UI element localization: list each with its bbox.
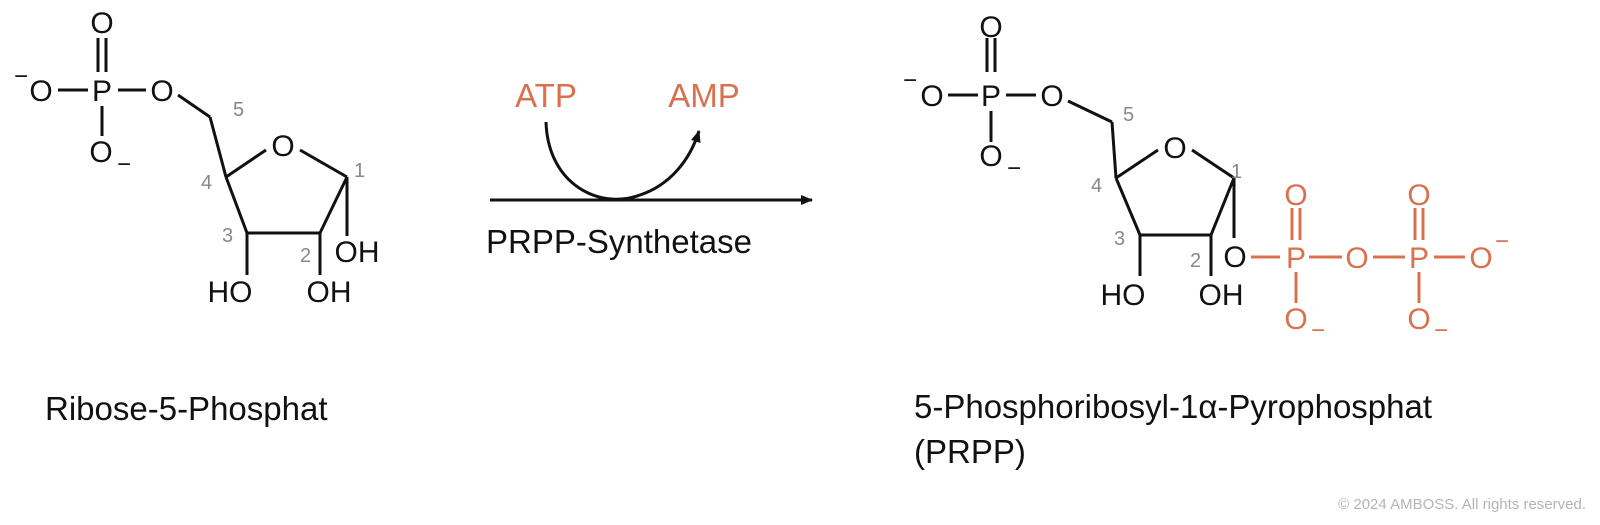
reaction-arrow-group: ATP AMP PRPP-Synthetase	[486, 77, 813, 260]
bridging-oxygen-atom: O	[1223, 241, 1246, 274]
bond	[1191, 148, 1235, 180]
hydroxyl-group: HO	[1101, 279, 1146, 312]
bond	[1114, 177, 1142, 236]
oxygen-atom: O	[1284, 179, 1307, 212]
bond	[177, 93, 211, 119]
carbon-locant: 4	[201, 172, 212, 194]
negative-charge: −	[14, 63, 28, 90]
product-name: 5-Phosphoribosyl-1α-Pyrophosphat	[914, 388, 1432, 425]
oxygen-atom: O	[1407, 303, 1430, 336]
oxygen-atom: O	[1345, 242, 1368, 275]
bond	[1209, 177, 1236, 236]
oxygen-atom: O	[979, 11, 1002, 44]
cosubstrate-curved-arrow	[544, 121, 701, 201]
ring-oxygen-atom: O	[271, 130, 294, 163]
oxygen-atom: O	[1040, 80, 1063, 113]
negative-charge: −	[903, 67, 917, 94]
oxygen-atom: O	[920, 80, 943, 113]
oxygen-atom: O	[979, 140, 1002, 173]
coproduct-label: AMP	[668, 77, 740, 114]
negative-charge: −	[117, 151, 131, 178]
bond	[1115, 148, 1159, 180]
carbon-locant: 4	[1091, 175, 1102, 197]
oxygen-atom: O	[29, 75, 52, 108]
copyright-notice: © 2024 AMBOSS. All rights reserved.	[1338, 496, 1586, 513]
substrate-structure: O P O − O O − O HO OH OH 5 1 4 3 2	[14, 7, 380, 309]
negative-charge: −	[1434, 317, 1448, 344]
bond	[299, 148, 348, 179]
bond	[225, 148, 267, 179]
phosphorus-atom: P	[92, 75, 112, 108]
carbon-locant: 3	[222, 225, 233, 247]
negative-charge: −	[1495, 228, 1509, 255]
oxygen-atom: O	[89, 136, 112, 169]
bond	[224, 176, 249, 234]
product-structure: O P O − O O − O HO OH O O P O − O O P O …	[903, 11, 1509, 344]
substrate-name: Ribose-5-Phosphat	[45, 390, 328, 427]
carbon-locant: 1	[354, 160, 365, 182]
phosphorus-atom: P	[981, 80, 1001, 113]
oxygen-atom: O	[90, 7, 113, 40]
oxygen-atom: O	[150, 75, 173, 108]
carbon-locant: 1	[1231, 161, 1242, 183]
bond	[1110, 121, 1118, 179]
oxygen-atom: O	[1284, 303, 1307, 336]
bond	[208, 116, 228, 178]
carbon-locant: 2	[1190, 250, 1201, 272]
carbon-locant: 3	[1114, 228, 1125, 250]
bond	[1067, 99, 1113, 124]
product-abbreviation: (PRPP)	[914, 433, 1026, 470]
hydroxyl-group: OH	[335, 236, 380, 269]
carbon-locant: 5	[1123, 104, 1134, 126]
hydroxyl-group: OH	[307, 276, 352, 309]
negative-charge: −	[1311, 317, 1325, 344]
bond	[318, 176, 349, 234]
hydroxyl-group: OH	[1199, 279, 1244, 312]
enzyme-label: PRPP-Synthetase	[486, 223, 752, 260]
carbon-locant: 5	[233, 99, 244, 121]
phosphorus-atom: P	[1286, 242, 1306, 275]
oxygen-atom: O	[1407, 179, 1430, 212]
ring-oxygen-atom: O	[1163, 132, 1186, 165]
phosphorus-atom: P	[1409, 242, 1429, 275]
hydroxyl-group: HO	[208, 276, 253, 309]
negative-charge: −	[1007, 155, 1021, 182]
oxygen-atom: O	[1469, 242, 1492, 275]
cosubstrate-label: ATP	[515, 77, 577, 114]
carbon-locant: 2	[300, 245, 311, 267]
